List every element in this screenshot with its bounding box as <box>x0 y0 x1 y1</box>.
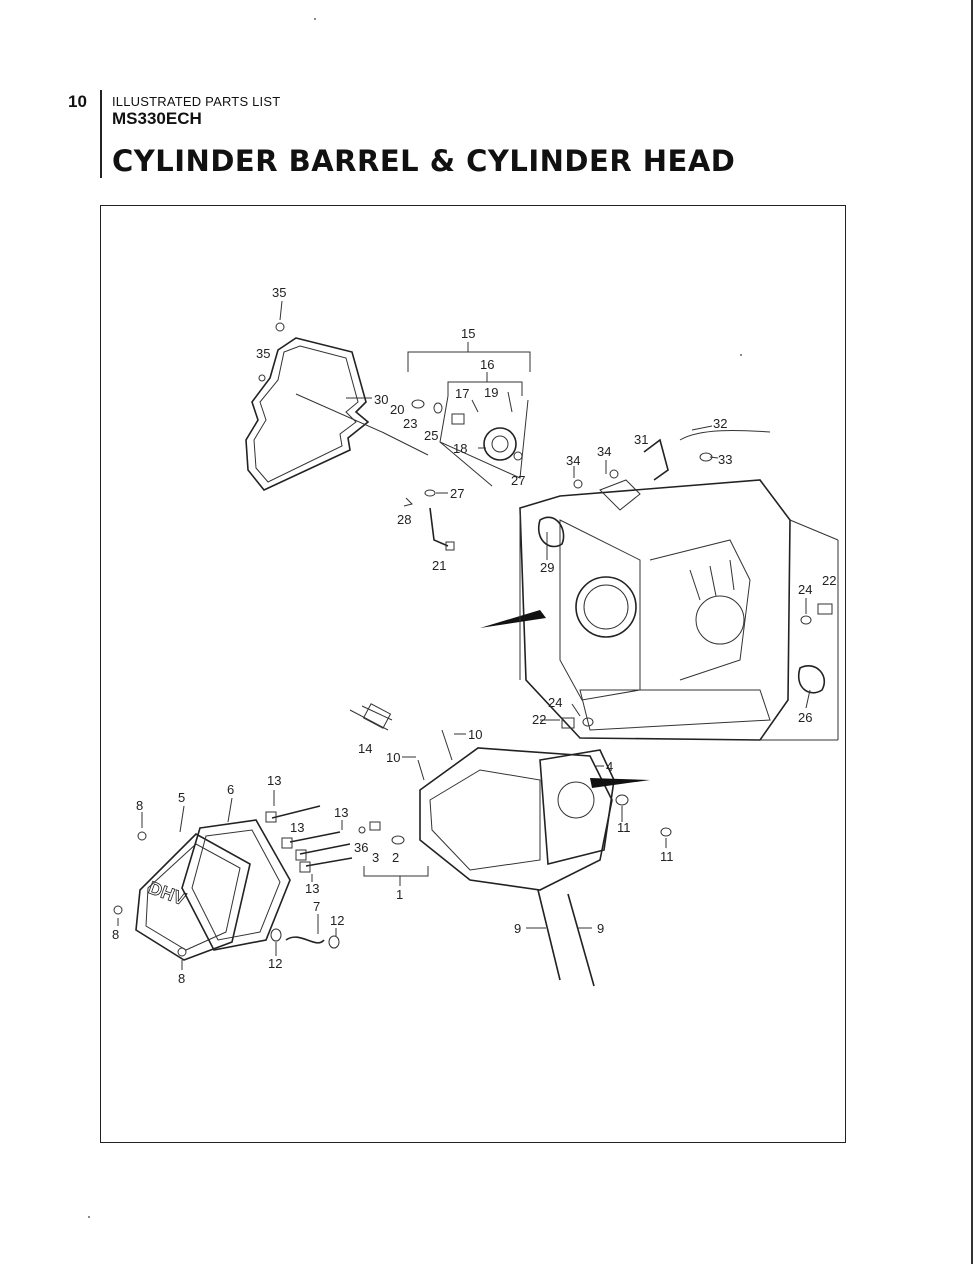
callout-11: 11 <box>617 820 631 835</box>
callout-3: 3 <box>372 850 379 865</box>
callout-15: 15 <box>461 326 475 341</box>
callout-22: 22 <box>822 573 836 588</box>
scan-speck <box>314 18 316 20</box>
callout-23: 23 <box>403 416 417 431</box>
cylinder-head <box>349 703 672 987</box>
page-edge-line <box>971 0 973 1264</box>
callout-34: 34 <box>597 444 611 459</box>
callout-30: 30 <box>374 392 388 407</box>
svg-text:DHV: DHV <box>146 877 189 909</box>
callout-2: 2 <box>392 850 399 865</box>
section-title: CYLINDER BARREL & CYLINDER HEAD <box>112 144 736 178</box>
callout-36: 36 <box>354 840 368 855</box>
callout-35: 35 <box>272 285 286 300</box>
crankcase-cover-gasket <box>245 322 429 491</box>
callout-7: 7 <box>313 899 320 914</box>
callout-21: 21 <box>432 558 446 573</box>
rocker-cover: DHV <box>113 819 291 961</box>
callout-29: 29 <box>540 560 554 575</box>
scan-speck <box>740 354 742 356</box>
callout-16: 16 <box>480 357 494 372</box>
callout-31: 31 <box>634 432 648 447</box>
callout-13: 13 <box>305 881 319 896</box>
callout-26: 26 <box>798 710 812 725</box>
document-type: ILLUSTRATED PARTS LIST <box>112 94 281 109</box>
header-divider <box>100 90 102 178</box>
callout-13: 13 <box>334 805 348 820</box>
callout-35: 35 <box>256 346 270 361</box>
diagram-frame <box>100 205 846 1143</box>
callout-24: 24 <box>548 695 562 710</box>
head-bolts <box>265 805 353 873</box>
callout-9: 9 <box>597 921 604 936</box>
callout-12: 12 <box>268 956 282 971</box>
model-number: MS330ECH <box>112 109 202 128</box>
callout-11: 11 <box>660 849 674 864</box>
breather-hose <box>270 928 340 949</box>
callout-13: 13 <box>290 820 304 835</box>
callout-10: 10 <box>386 750 400 765</box>
callout-8: 8 <box>112 927 119 942</box>
breather-parts <box>403 489 455 551</box>
callout-18: 18 <box>453 441 467 456</box>
callout-17: 17 <box>455 386 469 401</box>
callout-20: 20 <box>390 402 404 417</box>
callout-25: 25 <box>424 428 438 443</box>
callout-34: 34 <box>566 453 580 468</box>
callout-9: 9 <box>514 921 521 936</box>
callout-labels: 35 35 15 16 17 19 30 20 23 25 18 27 27 2… <box>112 285 836 986</box>
callout-8: 8 <box>178 971 185 986</box>
callout-27: 27 <box>450 486 464 501</box>
governor-assembly <box>407 342 531 487</box>
callout-13: 13 <box>267 773 281 788</box>
valve-small-parts <box>358 821 429 886</box>
callout-28: 28 <box>397 512 411 527</box>
callout-14: 14 <box>358 741 372 756</box>
callout-12: 12 <box>330 913 344 928</box>
callout-24: 24 <box>798 582 812 597</box>
callout-6: 6 <box>227 782 234 797</box>
scan-speck <box>88 1216 90 1218</box>
leader-lines <box>117 300 811 970</box>
callout-8: 8 <box>136 798 143 813</box>
callout-19: 19 <box>484 385 498 400</box>
callout-22: 22 <box>532 712 546 727</box>
callout-27: 27 <box>511 473 525 488</box>
callout-32: 32 <box>713 416 727 431</box>
callout-10: 10 <box>468 727 482 742</box>
page-number: 10 <box>68 92 87 111</box>
callout-5: 5 <box>178 790 185 805</box>
cylinder-block <box>480 429 839 741</box>
callout-33: 33 <box>718 452 732 467</box>
callout-1: 1 <box>396 887 403 902</box>
callout-4: 4 <box>606 759 613 774</box>
